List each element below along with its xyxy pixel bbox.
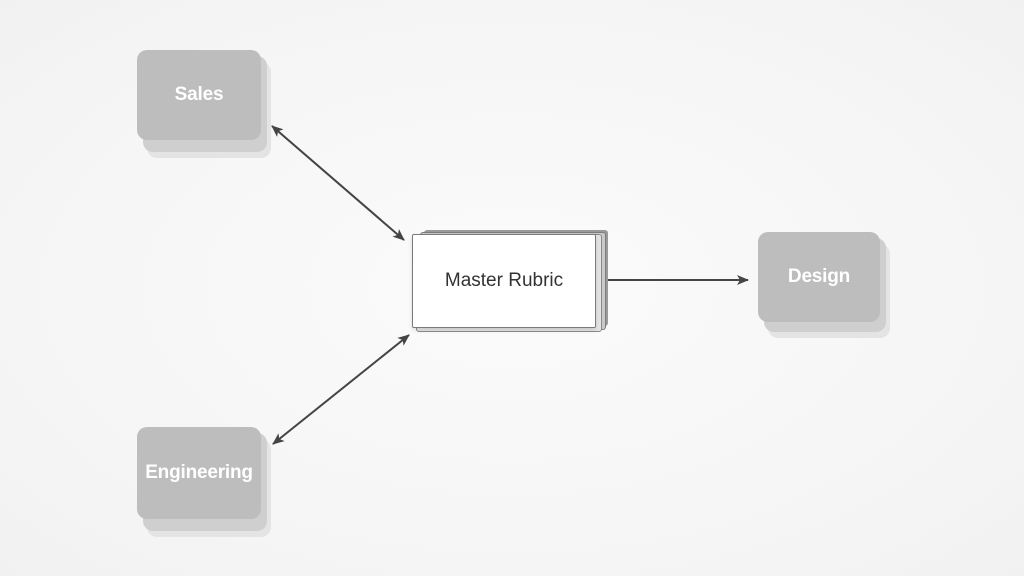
sales-node-label: Sales bbox=[137, 50, 261, 140]
sales-node[interactable]: Sales bbox=[137, 50, 273, 158]
design-node[interactable]: Design bbox=[758, 232, 892, 338]
edge-engineering-master bbox=[272, 334, 410, 445]
master-rubric-node[interactable]: Master Rubric bbox=[412, 228, 608, 332]
master-rubric-label: Master Rubric bbox=[412, 234, 596, 328]
edge-sales-master bbox=[271, 125, 405, 241]
design-node-label: Design bbox=[758, 232, 880, 322]
engineering-node-label: Engineering bbox=[137, 427, 261, 519]
engineering-node[interactable]: Engineering bbox=[137, 427, 273, 537]
